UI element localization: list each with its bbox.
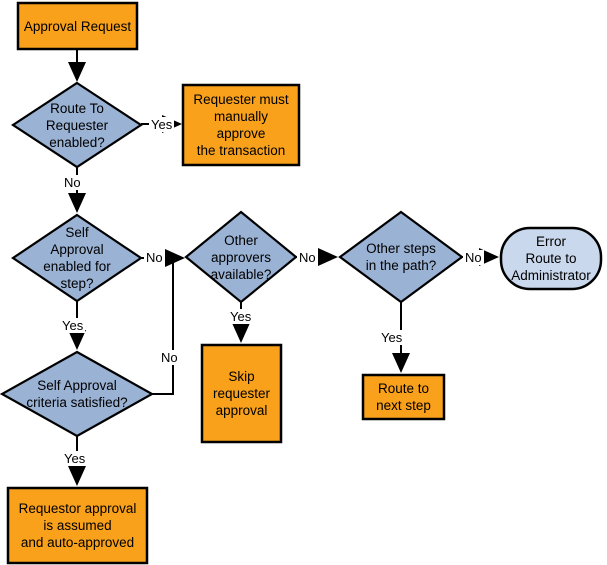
label-route-to-requester-yes: Yes — [149, 117, 175, 132]
self-approval-enabled-diamond — [11, 213, 143, 303]
other-approvers-diamond — [184, 210, 298, 304]
label-other-approvers-no: No — [297, 250, 318, 265]
label-other-approvers-yes: Yes — [228, 309, 254, 324]
route-to-requester-diamond — [10, 81, 144, 169]
self-approval-criteria-diamond — [0, 350, 155, 438]
requester-manual-box — [181, 83, 301, 167]
label-self-approval-criteria-no: No — [159, 350, 180, 365]
route-next-step-box — [361, 373, 446, 421]
label-other-steps-no: No — [463, 250, 484, 265]
label-route-to-requester-no: No — [62, 175, 83, 190]
label-self-approval-criteria-yes: Yes — [62, 451, 88, 466]
requestor-auto-approved-box — [6, 486, 149, 565]
other-steps-diamond — [338, 210, 464, 304]
edge-criteria-no-line — [152, 259, 174, 395]
error-route-admin-terminator — [499, 226, 603, 291]
label-other-steps-yes: Yes — [379, 330, 405, 345]
skip-requester-box — [200, 343, 283, 444]
label-self-approval-enabled-no: No — [144, 250, 165, 265]
approval-request-box — [16, 1, 139, 51]
label-self-approval-enabled-yes: Yes — [60, 318, 86, 333]
